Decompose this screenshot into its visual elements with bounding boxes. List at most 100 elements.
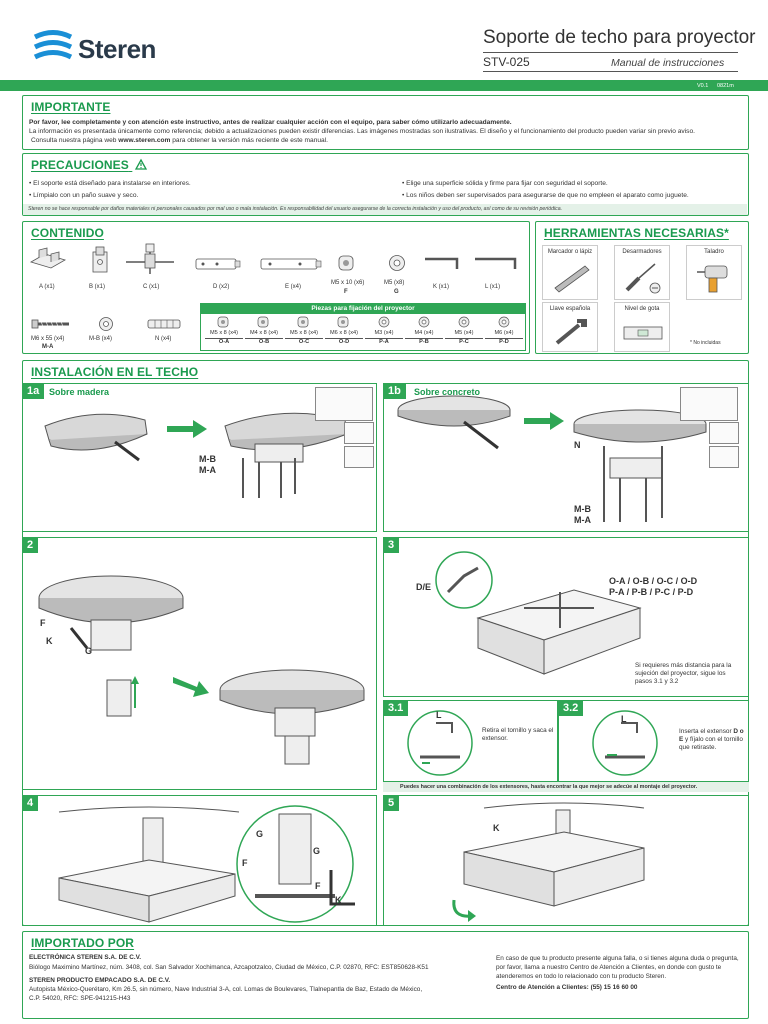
bracket-a-icon: [29, 247, 67, 269]
washer-icon: [458, 316, 470, 328]
item-mb-label: M-B (x4): [89, 336, 112, 342]
screw-f-icon: [338, 255, 354, 271]
step-2-panel: 2 F K G: [22, 537, 377, 790]
pieza-code-label: P-C: [445, 338, 483, 345]
support-phone[interactable]: Centro de Atención a Clientes: (55) 15 1…: [496, 984, 638, 991]
step-1a-label: Sobre madera: [49, 387, 110, 397]
step-1a-number: 1a: [22, 383, 45, 399]
screwdriver-icon: [625, 263, 661, 294]
step-1b-label: Sobre concreto: [414, 387, 481, 397]
anchor-n-icon: [147, 319, 181, 329]
rotate-arrow-icon: [452, 899, 476, 922]
step-2-mounted-illustration: [219, 669, 365, 765]
step-3-number: 3: [383, 537, 400, 553]
pieza-size-label: M6 (x4): [494, 330, 514, 336]
step-1a-drill-inset: [315, 387, 373, 421]
company-2: STEREN PRODUCTO EMPACADO S.A. DE C.V.: [29, 977, 171, 984]
importante-line2: La información es presentada únicamente …: [29, 128, 695, 135]
arrow-right-icon-2: [524, 412, 564, 430]
bracket-c-icon: [126, 243, 174, 274]
steren-logo-icon: [33, 30, 73, 60]
ceiling-wood-mounted-illustration: [224, 412, 348, 498]
importante-line3: Consulta nuestra página web www.steren.c…: [31, 137, 329, 144]
bracket-b-icon: [92, 246, 108, 273]
herramientas-title: HERRAMIENTAS NECESARIAS*: [544, 226, 729, 240]
manual-label: Manual de instrucciones: [611, 57, 725, 69]
item-ma-label: M6 x 55 (x4): [31, 336, 65, 342]
extensor-e-icon: [260, 258, 322, 270]
pieza-size-label: M4 (x4): [414, 330, 434, 336]
step-3-note: Si requieres más distancia para la sujec…: [635, 662, 732, 685]
pencil-icon: [554, 265, 590, 293]
step-5-k-label: K: [493, 823, 500, 833]
step-1a-mb-label: M-B: [199, 454, 216, 464]
pieza-code-label: P-A: [365, 338, 403, 345]
step-3-1-circle-illustration: [407, 710, 473, 776]
pieza-p-b: M4 (x4)P-B: [405, 316, 443, 350]
precaucion-right-1: • Elige una superficie sólida y firme pa…: [402, 180, 608, 187]
instalacion-title: INSTALACIÓN EN EL TECHO: [31, 365, 199, 379]
item-g-label: M5 (x8): [384, 280, 405, 286]
washer-icon: [498, 316, 510, 328]
step-4-f2-label: F: [315, 881, 321, 891]
step-3-1-l-label: L: [436, 710, 442, 720]
step-3-2-panel: 3.2 L Inserta el extensor D o E y fíjalo…: [558, 700, 749, 782]
importado-section: IMPORTADO POR ELECTRÓNICA STEREN S.A. DE…: [22, 931, 749, 1019]
step-2-k-label: K: [46, 636, 53, 646]
ceiling-concrete-illustration: [397, 395, 511, 450]
allen-key-l-icon: [475, 257, 517, 269]
step-4-g1-label: G: [256, 829, 264, 839]
washer-mb-icon: [99, 317, 113, 331]
step-5-projector-illustration: [463, 802, 645, 907]
item-k-label: K (x1): [433, 284, 450, 290]
wrench-icon: [555, 319, 587, 345]
step-2-f-label: F: [40, 618, 46, 628]
screw-icon: [337, 316, 349, 328]
model-number: STV-025: [483, 55, 530, 69]
pieza-p-d: M6 (x4)P-D: [485, 316, 523, 350]
version-label: V0.1: [697, 83, 709, 89]
pieza-o-d: M6 x 8 (x4)O-D: [325, 316, 363, 350]
step-2-ceiling-illustration: [38, 575, 184, 717]
item-e-label: E (x4): [285, 284, 302, 290]
step-4-g2-label: G: [313, 846, 321, 856]
step-3-2-number: 3.2: [558, 700, 584, 716]
pieza-code-label: O-C: [285, 338, 323, 345]
item-g-code: G: [394, 289, 399, 295]
combination-note: Puedes hacer una combinación de los exte…: [400, 784, 698, 790]
step-1a-inset-2: [344, 422, 374, 444]
item-b-label: B (x1): [89, 284, 106, 290]
pieza-size-label: M3 (x4): [374, 330, 394, 336]
precauciones-section: PRECAUCIONES • El soporte está diseñado …: [22, 153, 749, 216]
item-l-label: L (x1): [485, 284, 501, 290]
website-link[interactable]: www.steren.com: [118, 137, 171, 144]
step-1b-number: 1b: [383, 383, 406, 399]
step-1a-panel: 1a Sobre madera M-B M-A: [22, 383, 377, 532]
item-n-label: N (x4): [155, 336, 172, 342]
pieza-size-label: M6 x 8 (x4): [330, 330, 358, 336]
contenido-title: CONTENIDO: [31, 226, 104, 240]
pieza-size-label: M5 x 8 (x4): [290, 330, 318, 336]
pieza-p-c: M5 (x4)P-C: [445, 316, 483, 350]
step-5-panel: 5 K: [383, 795, 749, 926]
screw-icon: [257, 316, 269, 328]
precaucion-right-2: • Los niños deben ser supervisados para …: [402, 192, 689, 199]
step-4-number: 4: [22, 795, 39, 811]
tool-marker: Marcador o lápiz: [542, 245, 598, 300]
precaucion-left-1: • El soporte está diseñado para instalar…: [29, 180, 191, 187]
step-4-zoom-circle: [236, 805, 355, 923]
arrow-diagonal-icon: [173, 677, 209, 697]
step-2-number: 2: [22, 537, 39, 553]
step-1b-ma-label: M-A: [574, 515, 591, 525]
step-1b-n-label: N: [574, 440, 581, 450]
arrow-right-icon: [167, 420, 207, 438]
extensor-d-icon: [195, 258, 241, 270]
step-3-2-circle-illustration: [592, 710, 658, 776]
pieza-size-label: M4 x 8 (x4): [250, 330, 278, 336]
item-ma-code: M-A: [42, 344, 54, 350]
disclaimer-bar: [23, 204, 747, 215]
pieza-o-c: M5 x 8 (x4) O-C: [285, 316, 323, 350]
step-3-de-label: D/E: [416, 582, 432, 592]
importante-title: IMPORTANTE: [31, 100, 111, 114]
combination-note-bar: [383, 782, 749, 792]
